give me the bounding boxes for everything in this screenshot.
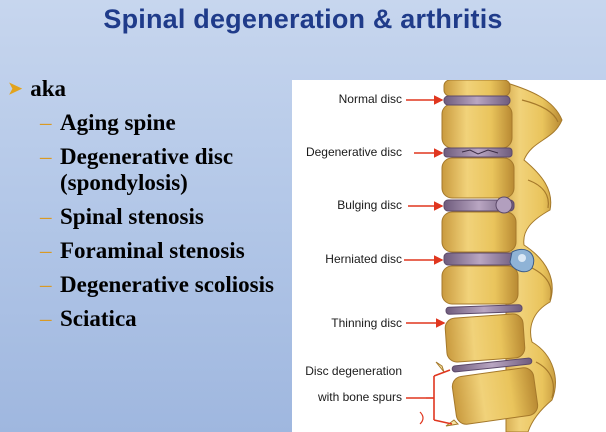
- sub-bullet-aging-spine: – Aging spine: [40, 110, 290, 136]
- sub-bullet-text: Spinal stenosis: [60, 204, 204, 229]
- dash-icon: –: [40, 110, 52, 135]
- spine-drawing: [404, 80, 563, 432]
- sub-bullet-text: Sciatica: [60, 306, 137, 331]
- sub-bullet-text: Foraminal stenosis: [60, 238, 245, 263]
- label-arrows: [404, 95, 453, 425]
- label-degenerative-disc: Degenerative disc: [305, 145, 402, 159]
- sub-bullet-list: – Aging spine – Degenerative disc (spond…: [40, 110, 290, 340]
- dash-icon: –: [40, 238, 52, 263]
- dash-icon: –: [40, 204, 52, 229]
- main-bullet: ➤ aka: [8, 76, 66, 102]
- vertebral-bodies: [441, 80, 539, 425]
- dash-icon: –: [40, 272, 52, 297]
- sub-bullet-text: Degenerative scoliosis: [60, 272, 274, 297]
- sub-bullet-degenerative-scoliosis: – Degenerative scoliosis: [40, 272, 290, 298]
- label-disc-degeneration-line2: with bone spurs: [317, 390, 402, 404]
- sub-bullet-foraminal-stenosis: – Foraminal stenosis: [40, 238, 290, 264]
- arrow-bullet-icon: ➤: [8, 79, 23, 98]
- label-normal-disc: Normal disc: [338, 92, 402, 106]
- spine-illustration: Normal disc Degenerative disc Bulging di…: [292, 80, 606, 432]
- label-disc-degeneration-line1: Disc degeneration: [305, 364, 402, 378]
- sub-bullet-text: Aging spine: [60, 110, 176, 135]
- dash-icon: –: [40, 306, 52, 331]
- normal-disc: [443, 95, 511, 106]
- degenerative-disc: [443, 147, 513, 158]
- slide-title: Spinal degeneration & arthritis: [103, 4, 503, 34]
- sub-bullet-sciatica: – Sciatica: [40, 306, 290, 332]
- sub-bullet-text: Degenerative disc (spondylosis): [60, 144, 234, 195]
- label-herniated-disc: Herniated disc: [325, 252, 402, 266]
- sub-bullet-degenerative-disc: – Degenerative disc (spondylosis): [40, 144, 290, 196]
- label-thinning-disc: Thinning disc: [331, 316, 402, 330]
- thinning-disc: [445, 304, 523, 315]
- label-bulging-disc: Bulging disc: [337, 198, 402, 212]
- sub-bullet-spinal-stenosis: – Spinal stenosis: [40, 204, 290, 230]
- dash-icon: –: [40, 144, 52, 169]
- degenerated-disc: [451, 357, 533, 373]
- intervertebral-discs: [435, 95, 535, 427]
- arrow-disc-degeneration: [406, 369, 453, 425]
- herniated-disc: [443, 252, 517, 266]
- main-bullet-text: aka: [30, 76, 67, 101]
